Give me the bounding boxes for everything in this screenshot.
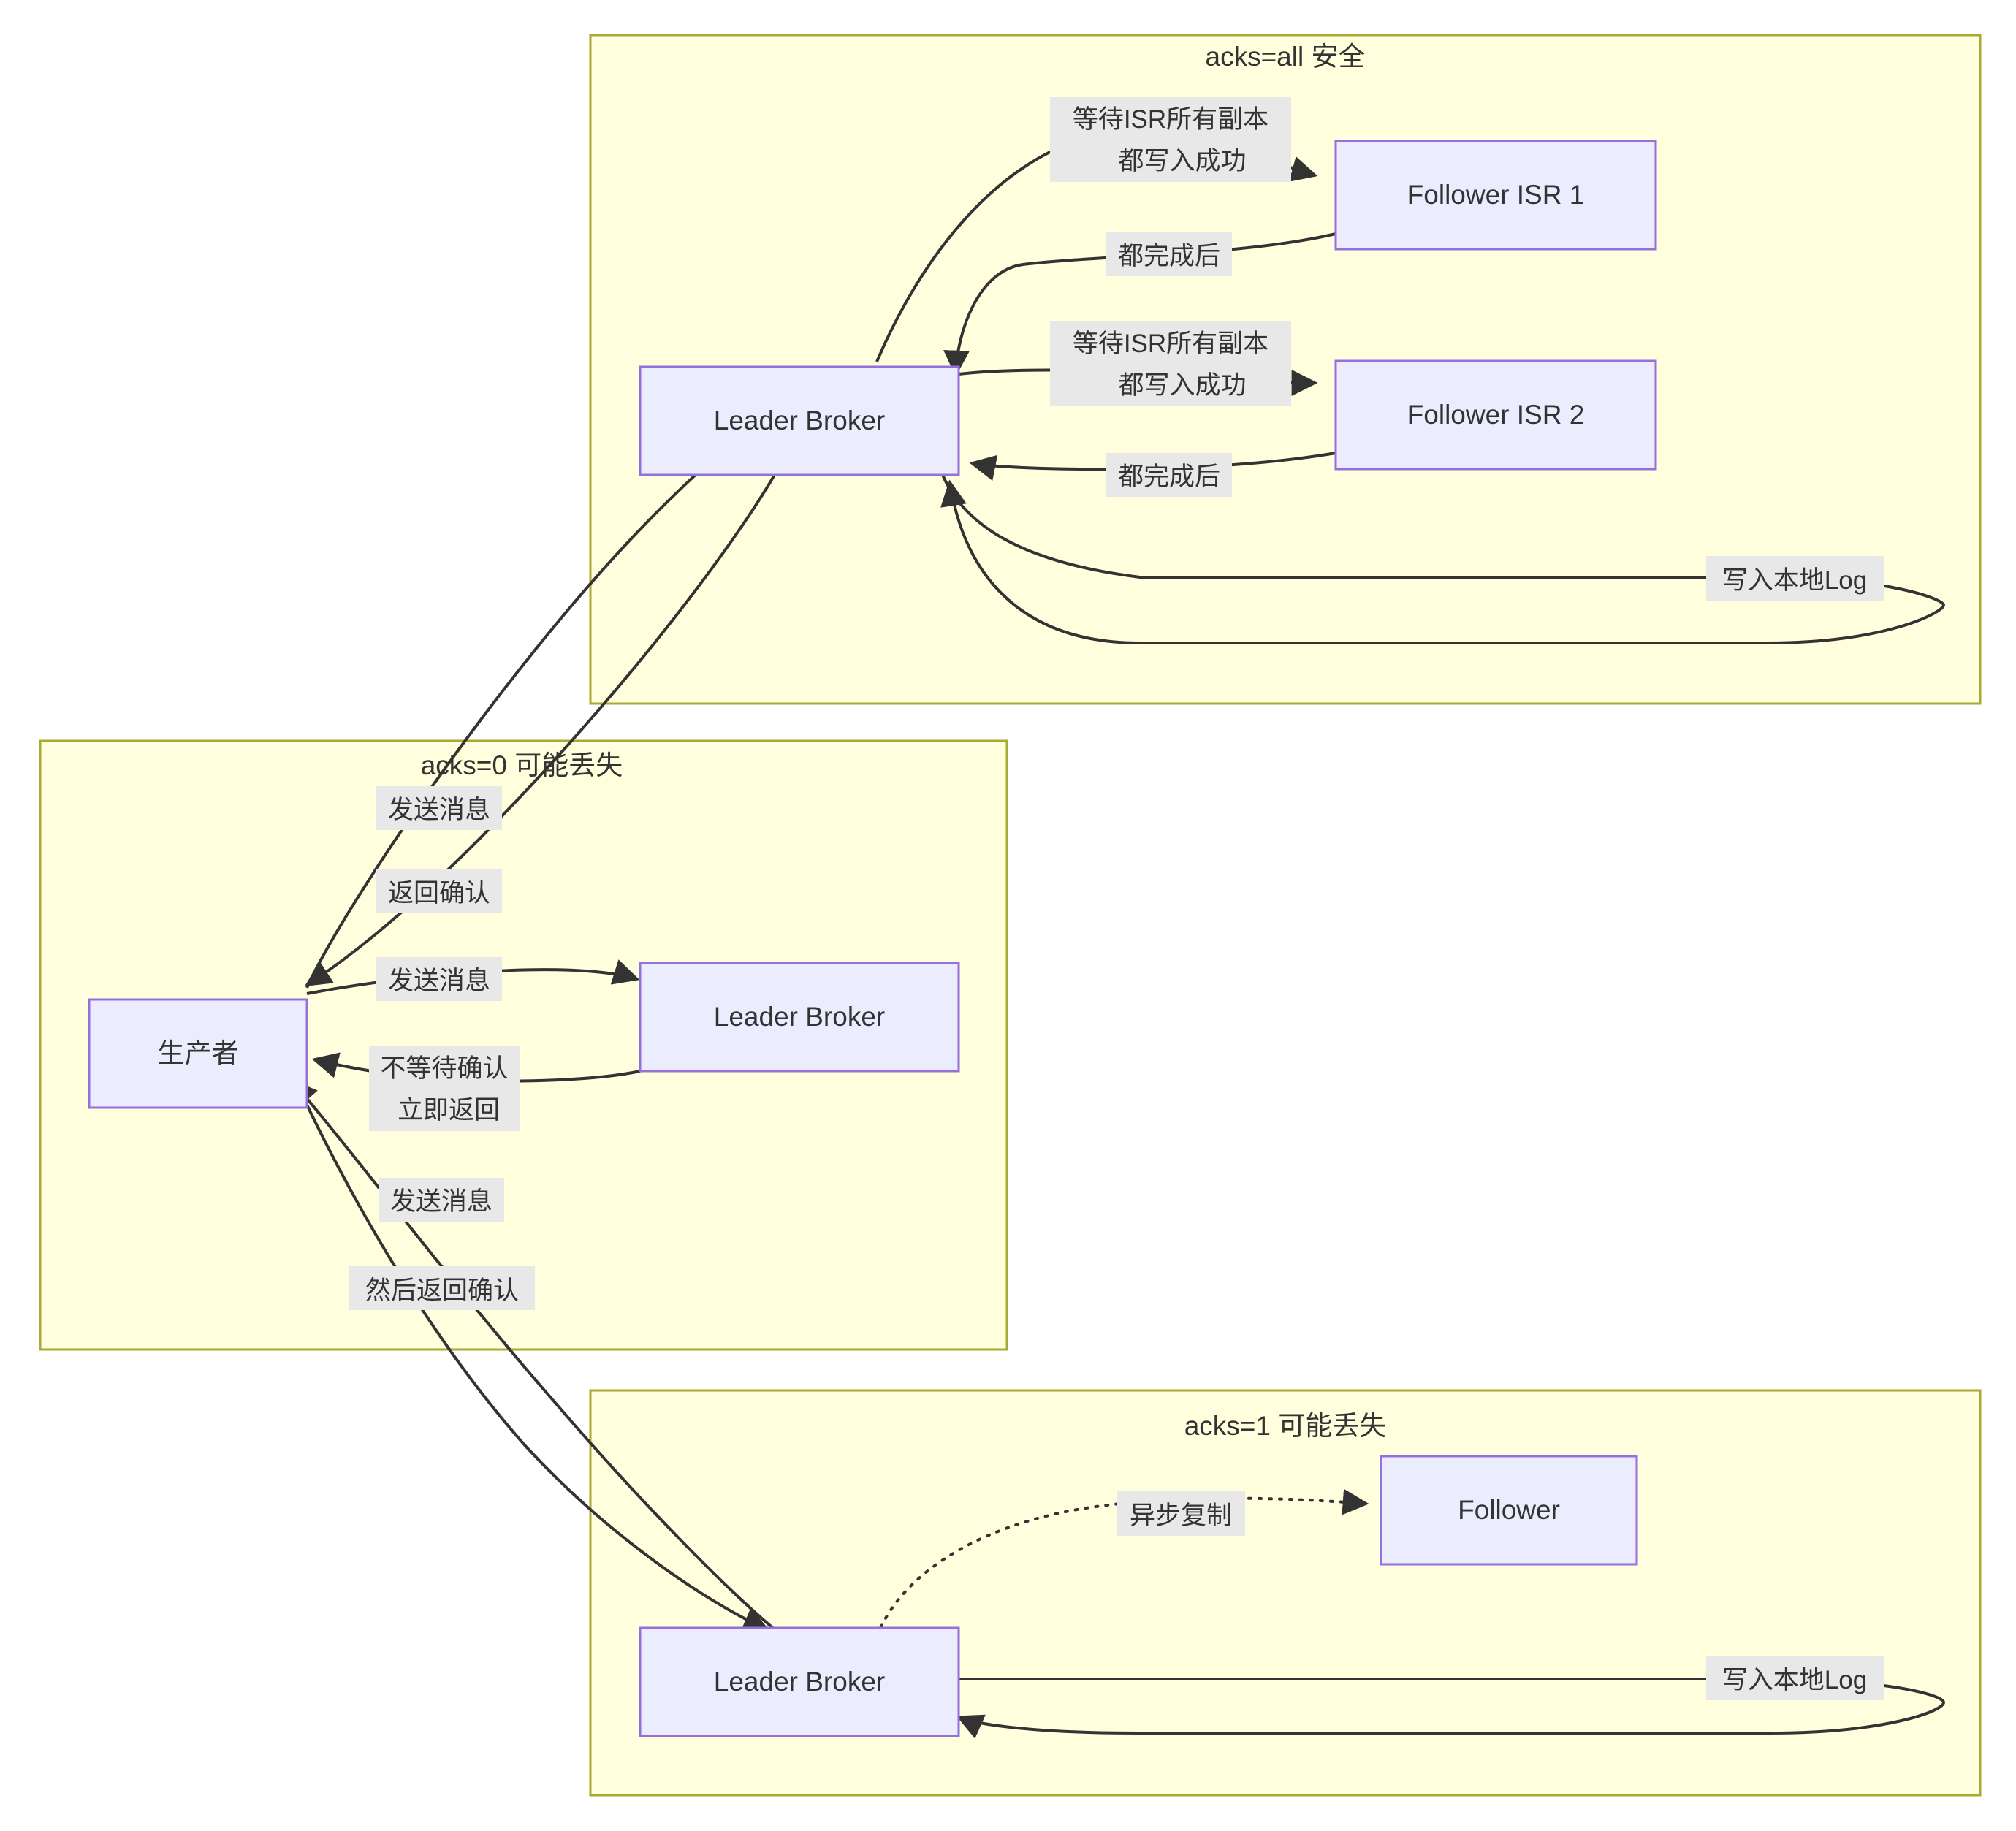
edge-label-write-log-1-text: 写入本地Log (1722, 1666, 1867, 1694)
edge-label-write-log-all-bg (1706, 556, 1884, 601)
edge-label-return-ack-all-bg (376, 869, 502, 913)
edge-isr1-to-leader-all (943, 232, 1336, 377)
edge-label-send-msg-1: 发送消息 (379, 1178, 504, 1222)
edge-label-wait-isr-1-bg (1050, 97, 1291, 182)
node-leader-broker-acks-all[interactable]: Leader Broker (639, 365, 960, 476)
edge-label-then-return-ack: 然后返回确认 (349, 1266, 535, 1310)
edge-label-after-done-1: 都完成后 (1106, 232, 1232, 276)
edge-label-then-return-ack-text: 然后返回确认 (365, 1276, 519, 1305)
edge-label-send-msg-all-text: 发送消息 (388, 796, 490, 824)
node-follower-acks-1-label: Follower (1458, 1495, 1560, 1525)
node-leader-broker-acks-all-label: Leader Broker (714, 406, 885, 435)
edge-label-wait-isr-1-line2: 都写入成功 (1118, 147, 1246, 175)
cluster-acks-0-title: acks=0 可能丢失 (421, 750, 623, 780)
edge-label-return-ack-all: 返回确认 (376, 869, 502, 913)
edge-label-after-done-1-text: 都完成后 (1118, 242, 1220, 270)
edge-isr2-to-leader-all (969, 452, 1336, 481)
edge-label-wait-isr-2-line1: 等待ISR所有副本 (1073, 330, 1268, 358)
edge-label-wait-isr-2-line2: 都写入成功 (1118, 371, 1246, 400)
edge-label-send-msg-0: 发送消息 (376, 957, 502, 1001)
edge-label-write-log-1: 写入本地Log (1706, 1656, 1884, 1700)
edge-label-no-ack-0-line2: 立即返回 (398, 1096, 500, 1124)
edge-label-send-msg-1-text: 发送消息 (390, 1187, 492, 1216)
edge-label-send-msg-0-text: 发送消息 (388, 967, 490, 995)
edge-producer-to-leader-0 (306, 959, 640, 995)
edge-label-wait-isr-1-line1: 等待ISR所有副本 (1073, 105, 1268, 134)
edge-label-no-ack-0: 不等待确认 立即返回 (369, 1046, 520, 1131)
edge-label-write-log-all-text: 写入本地Log (1722, 566, 1867, 595)
edge-label-send-msg-1-bg (379, 1178, 504, 1222)
node-leader-broker-acks-0-rect[interactable] (639, 962, 960, 1073)
edge-leader-1-to-producer (290, 1079, 776, 1631)
edge-label-write-log-all: 写入本地Log (1706, 556, 1884, 601)
edge-label-wait-isr-2-bg (1050, 321, 1291, 406)
node-follower-isr-1[interactable]: Follower ISR 1 (1334, 140, 1657, 251)
node-follower-isr-1-rect[interactable] (1334, 140, 1657, 251)
node-follower-isr-2-rect[interactable] (1334, 359, 1657, 471)
edge-label-after-done-2: 都完成后 (1106, 453, 1232, 497)
edge-label-wait-isr-1: 等待ISR所有副本 都写入成功 (1050, 97, 1291, 182)
node-leader-broker-acks-1-rect[interactable] (639, 1626, 960, 1737)
node-leader-broker-acks-1[interactable]: Leader Broker (639, 1626, 960, 1737)
edge-label-no-ack-0-bg (369, 1046, 520, 1131)
node-follower-isr-2-label: Follower ISR 2 (1407, 400, 1585, 430)
edge-label-write-log-1-bg (1706, 1656, 1884, 1700)
edge-label-send-msg-all: 发送消息 (376, 786, 502, 830)
edge-label-send-msg-all-bg (376, 786, 502, 830)
edge-leader-all-selfloop-in (940, 479, 1945, 644)
edge-leader-1-selfloop-in (956, 1702, 1945, 1739)
cluster-acks-all-title: acks=all 安全 (1206, 42, 1366, 72)
edge-label-wait-isr-2: 等待ISR所有副本 都写入成功 (1050, 321, 1291, 406)
edge-leader-all-selfloop-out (941, 474, 1945, 606)
edge-label-after-done-1-bg (1106, 232, 1232, 276)
edge-label-after-done-2-bg (1106, 453, 1232, 497)
edge-label-no-ack-0-line1: 不等待确认 (380, 1054, 508, 1083)
node-follower-isr-2[interactable]: Follower ISR 2 (1334, 359, 1657, 471)
edge-label-send-msg-0-bg (376, 957, 502, 1001)
node-follower-acks-1[interactable]: Follower (1380, 1455, 1638, 1566)
cluster-acks-1-title: acks=1 可能丢失 (1184, 1411, 1387, 1441)
node-producer-label: 生产者 (158, 1038, 239, 1068)
edge-label-async-replicate-bg (1117, 1491, 1245, 1536)
node-leader-broker-acks-0-label: Leader Broker (714, 1002, 885, 1032)
node-follower-isr-1-label: Follower ISR 1 (1407, 180, 1585, 210)
edge-label-after-done-2-text: 都完成后 (1118, 462, 1220, 491)
edge-label-return-ack-all-text: 返回确认 (388, 879, 490, 907)
node-producer-rect[interactable] (88, 998, 308, 1109)
edge-label-async-replicate-text: 异步复制 (1130, 1501, 1232, 1530)
edge-leader-all-to-producer (304, 473, 776, 986)
edge-label-then-return-ack-bg (349, 1266, 535, 1310)
node-leader-broker-acks-all-rect[interactable] (639, 365, 960, 476)
edge-producer-to-leader-1 (289, 1069, 770, 1632)
node-follower-acks-1-rect[interactable] (1380, 1455, 1638, 1566)
node-leader-broker-acks-1-label: Leader Broker (714, 1667, 885, 1697)
node-producer[interactable]: 生产者 (88, 998, 308, 1109)
node-leader-broker-acks-0[interactable]: Leader Broker (639, 962, 960, 1073)
edge-label-async-replicate: 异步复制 (1117, 1491, 1245, 1536)
